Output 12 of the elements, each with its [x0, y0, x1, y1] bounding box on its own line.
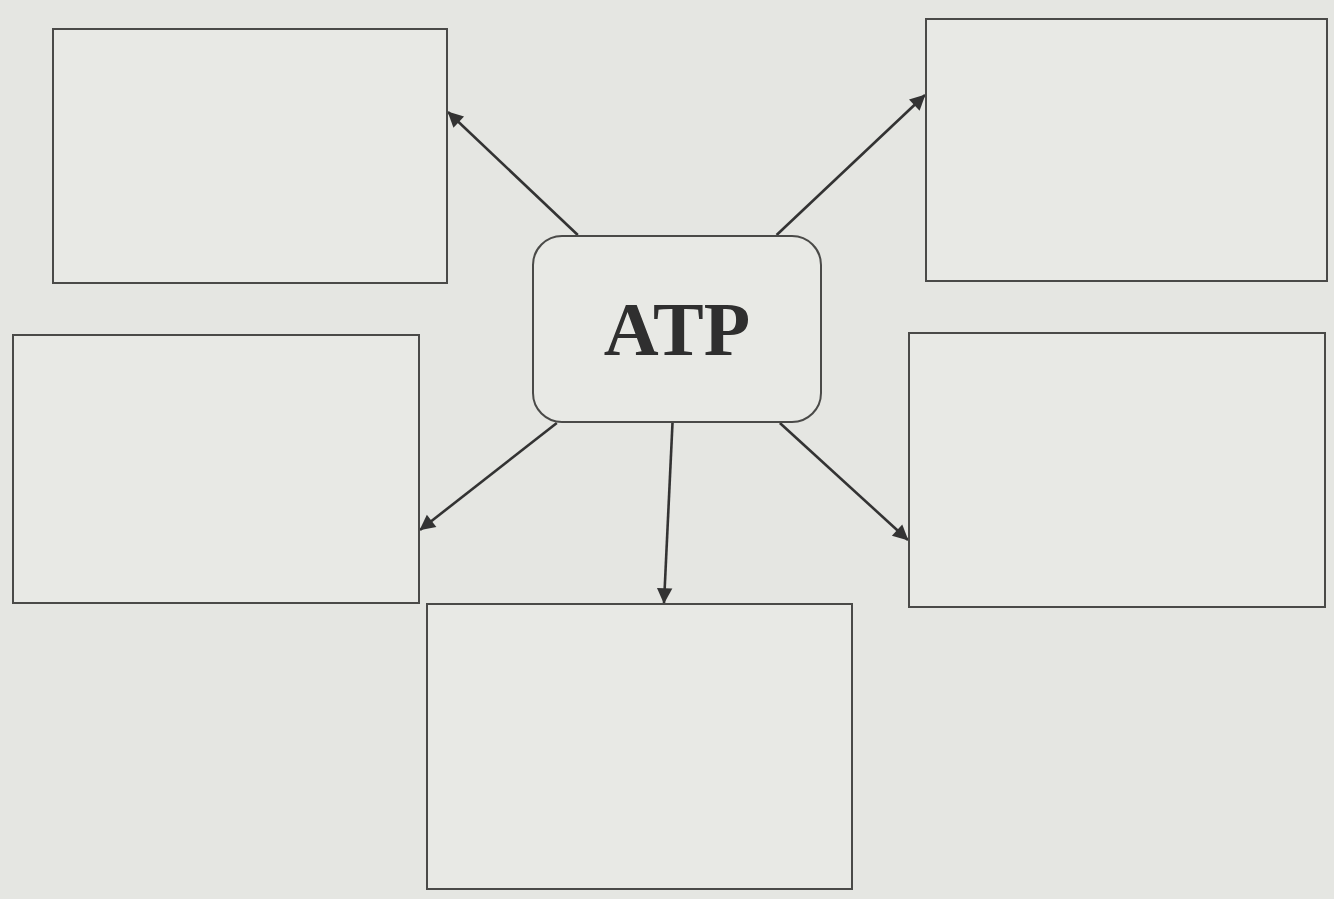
empty-box — [925, 18, 1328, 282]
arrow — [447, 111, 579, 236]
arrow — [419, 421, 558, 532]
empty-box — [908, 332, 1326, 608]
arrow — [775, 94, 926, 236]
node-label: ATP — [603, 291, 751, 367]
empty-box — [12, 334, 420, 604]
empty-box — [52, 28, 448, 284]
arrow — [779, 422, 909, 541]
arrow — [656, 422, 674, 604]
empty-box — [426, 603, 853, 890]
rounded-box — [532, 235, 822, 423]
